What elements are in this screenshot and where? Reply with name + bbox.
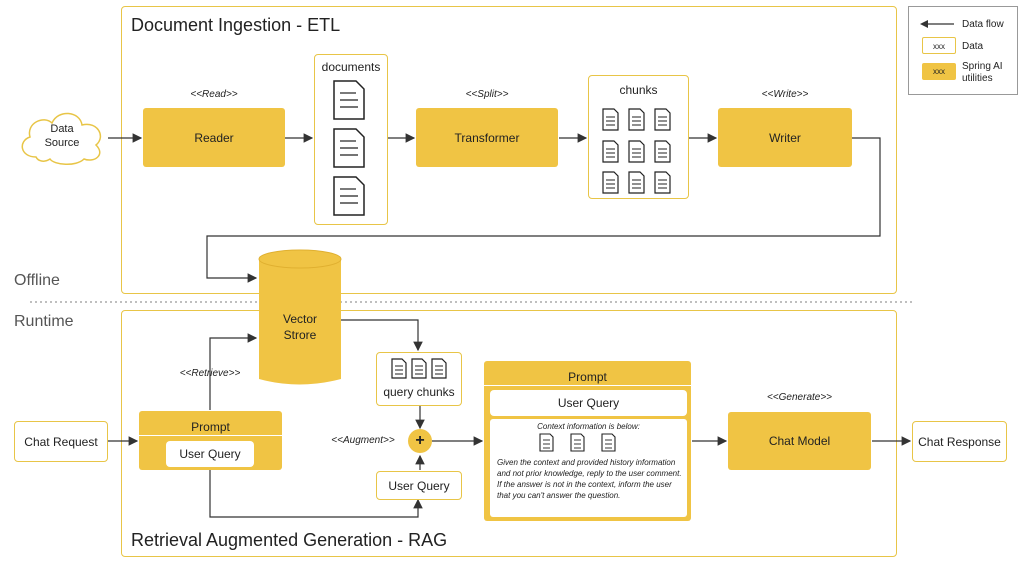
- documents-label: documents: [321, 60, 381, 74]
- legend-utils: Spring AI utilities: [962, 61, 1003, 84]
- query-chunks-box: [376, 352, 462, 406]
- arrow-left-icon: [920, 20, 954, 28]
- reader-box: Reader: [143, 108, 285, 167]
- read-stereotype: <<Read>>: [190, 89, 238, 100]
- offline-label: Offline: [14, 272, 60, 289]
- legend-data: Data: [962, 41, 984, 52]
- split-stereotype: <<Split>>: [465, 89, 509, 100]
- context-body: Given the context and provided history i…: [497, 458, 682, 500]
- chunk-icons: [602, 108, 671, 194]
- augment-stereotype: <<Augment>>: [331, 435, 395, 446]
- plus-node: +: [408, 429, 432, 453]
- etl-section: [121, 6, 897, 294]
- prompt-big-title: Prompt: [568, 370, 607, 384]
- data-source-label: Data Source: [44, 123, 80, 149]
- document-icons: [333, 80, 365, 216]
- retrieve-stereotype: <<Retrieve>>: [179, 368, 241, 379]
- write-stereotype: <<Write>>: [761, 89, 809, 100]
- query-chunk-icons: [391, 358, 447, 379]
- chat-request-box: Chat Request: [14, 421, 108, 462]
- runtime-label: Runtime: [14, 313, 74, 330]
- context-panel: [490, 419, 687, 517]
- cloud-icon: [21, 112, 102, 165]
- prompt-left-query: User Query: [166, 441, 254, 467]
- vector-store-cylinder: [258, 249, 342, 385]
- chat-response-box: Chat Response: [912, 421, 1007, 462]
- rag-title: Retrieval Augmented Generation - RAG: [131, 530, 448, 550]
- context-chunk-icons: [539, 433, 616, 452]
- user-query-bottom-box: User Query: [376, 471, 462, 500]
- context-header: Context information is below:: [537, 422, 640, 431]
- query-chunks-label: query chunks: [383, 385, 455, 399]
- legend-data-swatch: xxx: [922, 37, 956, 54]
- legend-data-flow: Data flow: [962, 19, 1004, 30]
- vector-store-label: Vector Strore: [282, 312, 318, 342]
- etl-title: Document Ingestion - ETL: [131, 15, 341, 35]
- prompt-big-query: User Query: [490, 390, 687, 416]
- legend-box: [908, 6, 1018, 95]
- prompt-left-divider: [139, 435, 282, 436]
- legend-utils-swatch: xxx: [922, 63, 956, 80]
- prompt-left-title: Prompt: [191, 420, 230, 434]
- writer-box: Writer: [718, 108, 852, 167]
- chunks-label: chunks: [619, 83, 658, 97]
- chat-model-box: Chat Model: [728, 412, 871, 470]
- generate-stereotype: <<Generate>>: [766, 392, 833, 403]
- prompt-big-divider: [484, 385, 691, 386]
- transformer-box: Transformer: [416, 108, 558, 167]
- rag-section: [121, 310, 897, 557]
